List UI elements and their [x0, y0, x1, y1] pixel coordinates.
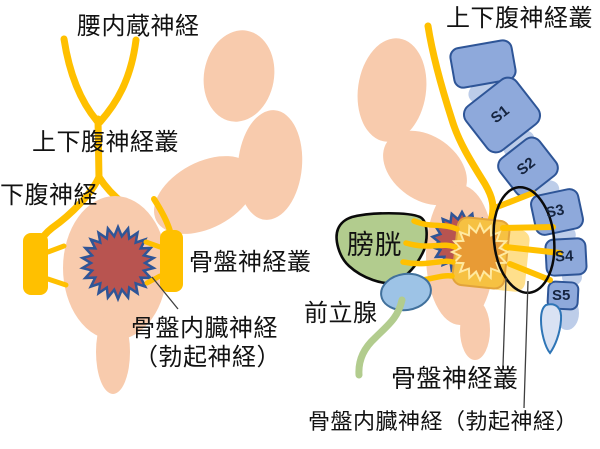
pointer-line-erectile-left: [151, 276, 179, 310]
label-vertebra-s5: S5: [552, 287, 571, 304]
vertebra-s5: [546, 280, 580, 311]
sacral-nerve-branches: [494, 190, 563, 283]
label-superior-hypogastric-plexus-right: 上下腹神経叢: [446, 5, 593, 32]
sacral-vertebrae: [449, 39, 588, 311]
pelvic-plexus-box-right: [160, 230, 183, 292]
nerve-branch: [500, 224, 556, 231]
nerve-branch: [411, 218, 460, 232]
nerve-branch: [403, 240, 458, 250]
label-prostate: 前立腺: [304, 300, 378, 327]
colon-segment: [357, 38, 427, 142]
label-superior-hypogastric-plexus-left: 上下腹神経叢: [32, 129, 179, 156]
lumbar-splanchnic-left-branch: [60, 35, 101, 125]
label-pelvic-splanchnic-left-line2: （勃起神経）: [134, 344, 281, 371]
label-pelvic-plexus-left: 骨盤神経叢: [189, 249, 312, 276]
label-vertebra-s4: S4: [554, 247, 574, 266]
prostate-shape: [380, 272, 432, 312]
nerve-branch: [400, 258, 456, 267]
vertebra-s2: [497, 136, 559, 198]
label-lumbar-splanchnic-nerve: 腰内蔵神経: [77, 13, 200, 40]
annotation-ellipse: [492, 185, 556, 295]
pelvic-plexus-boxes: [23, 230, 183, 295]
nerve-branch: [507, 261, 553, 283]
lumbar-splanchnic-right-branch: [96, 36, 140, 126]
colon-segment: [383, 130, 467, 206]
plexus-twig: [45, 276, 69, 288]
label-pelvic-plexus-right: 骨盤神経叢: [391, 365, 519, 393]
bladder-branches: [397, 218, 460, 284]
label-pelvic-splanchnic-left-line1: 骨盤内臓神経: [131, 315, 278, 342]
pointer-line-erectile-right: [523, 280, 529, 409]
vertebra-s1: [462, 76, 542, 154]
nerve-branch: [494, 190, 536, 210]
superior-hypogastric-trunk: [94, 115, 103, 183]
colon-segment: [154, 156, 256, 234]
right-panel-drawing: [335, 22, 588, 409]
label-pelvic-splanchnic-right: 骨盤内臓神経（勃起神経）: [308, 409, 579, 434]
colon-segment: [237, 110, 303, 220]
pelvic-plexus-box-left: [23, 233, 48, 295]
coccyx: [539, 303, 563, 355]
vertebra-s4: [544, 237, 588, 277]
colon-segment: [203, 30, 275, 122]
nerve-branch: [503, 244, 563, 256]
hypogastric-nerve-right-visible: [151, 196, 173, 234]
left-panel-drawing: [23, 30, 303, 394]
hypogastric-nerve-main: [424, 22, 497, 228]
pointer-line-plexus: [502, 277, 507, 367]
plexus-starburst: [449, 221, 511, 283]
anal-canal: [96, 310, 130, 394]
anal-canal: [460, 300, 490, 360]
label-bladder: 膀胱: [347, 230, 402, 260]
label-hypogastric-nerve: 下腹神経: [0, 182, 98, 209]
plexus-twig: [143, 239, 163, 250]
tumor-starburst: [79, 223, 157, 303]
urethra: [355, 296, 406, 379]
vertebra-l5: [449, 39, 517, 89]
vertebra-s3: [530, 188, 584, 236]
plexus-twig: [45, 243, 67, 255]
